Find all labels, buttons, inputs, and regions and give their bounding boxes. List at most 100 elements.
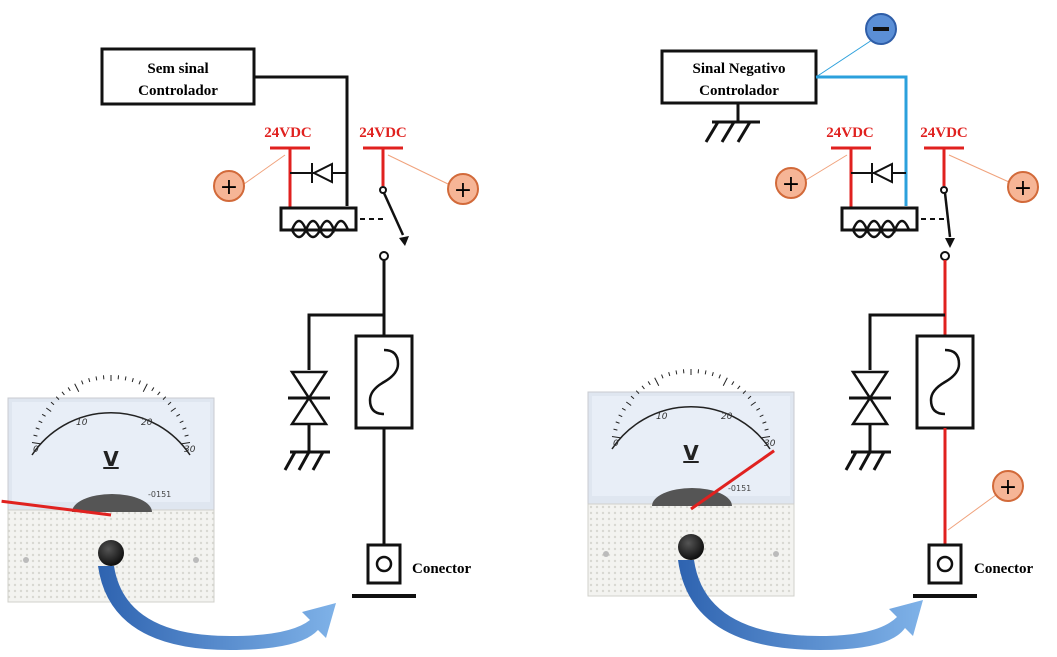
right-controller-label-line2: Controlador: [699, 83, 779, 99]
left-controller-box: [100, 47, 256, 106]
right-meter-tick-mark: [641, 385, 645, 390]
left-circuit: Sem sinal Controlador 24VDC 24VDC: [100, 47, 479, 598]
left-controller-label-line2: Controlador: [138, 83, 218, 99]
right-meter-tick-mark: [762, 421, 767, 424]
left-plus-a-text: +: [220, 175, 238, 200]
left-meter-tick-mark: [45, 407, 52, 412]
right-negative-wire: [816, 75, 908, 206]
left-curved-arrow-icon: [98, 566, 336, 650]
right-plus-b-text: +: [1014, 176, 1032, 201]
right-curved-arrow-icon: [678, 560, 923, 650]
right-plus-c-text: +: [999, 475, 1017, 500]
right-meter-tick-mark: [630, 395, 635, 400]
left-meter-unit: V: [103, 447, 119, 471]
right-meter-tick-mark: [761, 435, 771, 439]
right-meter-unit: V: [683, 441, 699, 465]
right-meter-tick-mark: [759, 414, 764, 418]
left-tvs-diode-icon: [288, 370, 330, 452]
left-meter-tick-mark: [138, 380, 141, 385]
right-meter-tick-mark: [618, 414, 623, 418]
right-meter-needle: [690, 449, 775, 511]
left-meter-tick-1: 10: [76, 418, 88, 428]
left-meter-tick-mark: [124, 376, 127, 381]
left-meter-tick-mark: [184, 434, 189, 437]
right-minus-bar: [873, 27, 889, 31]
right-plus-badge-c: [992, 470, 1024, 502]
left-plus-b-text: +: [454, 178, 472, 203]
right-supply-label-a: 24VDC: [826, 125, 874, 141]
right-meter-scale: [611, 369, 771, 439]
left-meter-tick-mark: [151, 387, 155, 392]
left-connector-icon: [352, 543, 416, 598]
left-meter-tick-mark: [35, 427, 40, 430]
right-meter-tick-mark: [742, 390, 747, 394]
left-meter-needle: [1, 499, 112, 517]
left-meter-tick-mark: [55, 396, 60, 400]
left-meter-tick-mark: [181, 441, 191, 445]
right-meter-tick-mark: [621, 407, 626, 411]
right-meter-tick-mark: [704, 370, 707, 375]
left-meter-tick-mark: [95, 376, 98, 381]
left-meter-scale: [31, 375, 191, 445]
right-plus-badge-b: [1007, 171, 1039, 203]
left-meter-tick-mark: [176, 413, 181, 417]
left-meter-tick-mark: [88, 378, 91, 383]
right-meter-tick-mark: [654, 377, 660, 386]
left-meter-tick-3: 30: [184, 445, 196, 455]
left-connector-label: Conector: [412, 561, 471, 577]
left-meter-tick-mark: [50, 401, 55, 406]
right-meter-tick-mark: [625, 401, 632, 406]
right-voltmeter: 0 10 20 30 V -0151: [587, 369, 795, 597]
right-meter-tick-mark: [668, 372, 671, 377]
left-meter-tick-mark: [142, 383, 148, 392]
right-tvs-wire: [868, 313, 945, 370]
left-plus-b-lead: [387, 154, 449, 185]
right-meter-tick-mark: [722, 377, 728, 386]
left-meter-tick-mark: [81, 380, 84, 385]
left-meter-tick-mark: [167, 401, 172, 406]
right-plus-c-lead: [947, 491, 1001, 531]
left-meter-tick-2: 20: [141, 418, 153, 428]
right-meter-model: -0151: [728, 484, 751, 493]
left-plus-badge-b: [447, 173, 479, 205]
left-meter-tick-mark: [31, 441, 41, 445]
right-meter-knob: [678, 534, 704, 560]
right-meter-tick-mark: [731, 381, 735, 386]
right-meter-tick-0: 0: [613, 439, 619, 449]
left-meter-tick-mark: [67, 387, 71, 392]
right-meter-tick-mark: [750, 401, 757, 406]
left-relay-switch-icon: [379, 186, 409, 261]
right-meter-tick-mark: [747, 395, 752, 400]
right-meter-tick-mark: [764, 428, 769, 431]
left-meter-tick-mark: [182, 427, 187, 430]
right-meter-tick-mark: [635, 390, 640, 394]
left-meter-tick-mark: [162, 396, 167, 400]
right-controller-label-line1: Sinal Negativo: [693, 61, 786, 77]
right-connector-icon: [913, 543, 977, 598]
left-plus-a-lead: [243, 154, 286, 185]
left-meter-knob: [98, 540, 124, 566]
left-meter-tick-mark: [157, 391, 161, 396]
right-meter-tick-mark: [615, 421, 620, 424]
left-relay-coil-icon: [279, 206, 358, 239]
left-meter-tick-mark: [38, 420, 43, 424]
left-tvs-wire: [307, 313, 384, 370]
right-meter-tick-mark: [756, 407, 761, 411]
left-meter-tick-mark: [41, 413, 46, 417]
left-plus-badge-a: [213, 170, 245, 202]
right-meter-tick-mark: [675, 370, 678, 375]
right-connector-label: Conector: [974, 561, 1033, 577]
right-minus-lead: [815, 39, 873, 78]
left-controller-wire: [254, 75, 349, 206]
left-meter-tick-mark: [179, 420, 184, 424]
left-meter-tick-mark: [33, 434, 38, 437]
left-meter-tick-mark: [74, 383, 80, 392]
right-tvs-diode-icon: [849, 370, 891, 452]
right-meter-tick-mark: [613, 428, 618, 431]
right-plus-b-lead: [948, 154, 1010, 183]
right-diode-icon: [871, 162, 893, 184]
right-supply-label-b: 24VDC: [920, 125, 968, 141]
left-controller-label-line1: Sem sinal: [147, 61, 208, 77]
right-meter-tick-1: 10: [656, 412, 668, 422]
